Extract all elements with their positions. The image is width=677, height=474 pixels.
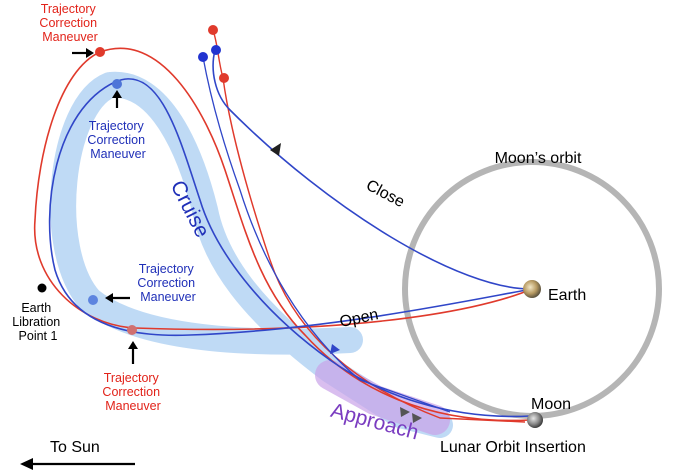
blue-trajectory-close (212, 49, 533, 290)
libration-point-label: Earth Libration Point 1 (12, 301, 63, 343)
approach-arrowhead-2 (412, 413, 422, 423)
tcm-red-bottom-marker (127, 325, 137, 335)
moon-label: Moon (531, 396, 571, 413)
close-direction-arrowhead (270, 143, 281, 156)
lunar-orbit-insertion-label: Lunar Orbit Insertion (440, 439, 586, 456)
to-sun-label: To Sun (50, 439, 100, 456)
pointer-arrow-icon (105, 293, 130, 303)
moons-orbit-label: Moon’s orbit (495, 150, 582, 167)
pointer-arrow-icon (112, 90, 122, 108)
tcm-blue-top-label: Trajectory Correction Maneuver (87, 119, 148, 161)
tcm-red-top-marker (95, 47, 105, 57)
start-marker-red-2 (219, 73, 229, 83)
moon-icon (527, 412, 543, 428)
blue-trajectory-open (48, 78, 533, 418)
open-direction-arrowhead (330, 344, 340, 354)
red-trajectory (33, 47, 533, 422)
pointer-arrow-icon (128, 341, 138, 364)
red-trajectory-upper (222, 77, 526, 423)
tcm-blue-top-marker (112, 79, 122, 89)
tcm-red-top-label: Trajectory Correction Maneuver (39, 2, 100, 44)
pointer-arrow-icon (72, 48, 94, 58)
blue-trajectory-leg (202, 56, 451, 413)
tcm-blue-mid-label: Trajectory Correction Maneuver (137, 262, 198, 304)
approach-highlight-band (315, 360, 450, 435)
start-marker-red-1 (208, 25, 218, 35)
start-marker-blue-1 (211, 45, 221, 55)
close-label: Close (363, 177, 407, 211)
tcm-blue-mid-marker (88, 295, 98, 305)
earth-label: Earth (548, 287, 586, 304)
tcm-red-bottom-label: Trajectory Correction Maneuver (102, 371, 163, 413)
earth-icon (523, 280, 541, 298)
open-label: Open (338, 306, 380, 331)
to-sun-arrow-icon (20, 458, 135, 470)
libration-point-marker (37, 283, 47, 293)
approach-arrowhead-1 (400, 407, 410, 417)
start-marker-blue-2 (198, 52, 208, 62)
